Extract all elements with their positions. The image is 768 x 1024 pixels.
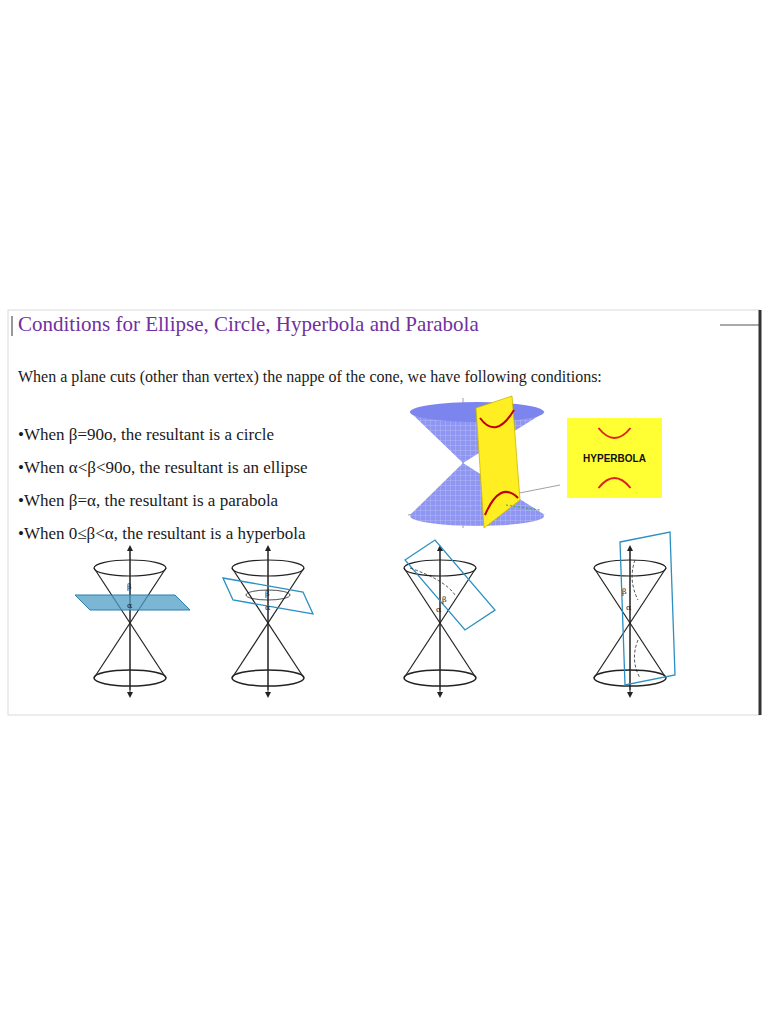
label-box: HYPERBOLA (567, 418, 662, 498)
condition-bullet: •When β=α, the resultant is a parabola (18, 491, 278, 511)
intro-text: When a plane cuts (other than vertex) th… (18, 368, 602, 386)
angle-symbol: α (626, 604, 631, 612)
angle-symbol: β (127, 583, 132, 591)
angle-symbol: α (127, 602, 132, 610)
angle-symbol: α (436, 606, 441, 614)
condition-bullet: •When β=90o, the resultant is a circle (18, 425, 274, 445)
angle-symbol: β (622, 588, 627, 596)
slide-title: Conditions for Ellipse, Circle, Hyperbol… (18, 312, 479, 337)
box-text: HYPERBOLA (583, 453, 646, 464)
condition-bullet: •When 0≤β<α, the resultant is a hyperbol… (18, 524, 305, 544)
angle-symbol: α (265, 604, 270, 612)
angle-symbol: β (265, 590, 270, 598)
condition-bullet: •When α<β<90o, the resultant is an ellip… (18, 458, 308, 478)
angle-symbol: β (442, 596, 447, 604)
